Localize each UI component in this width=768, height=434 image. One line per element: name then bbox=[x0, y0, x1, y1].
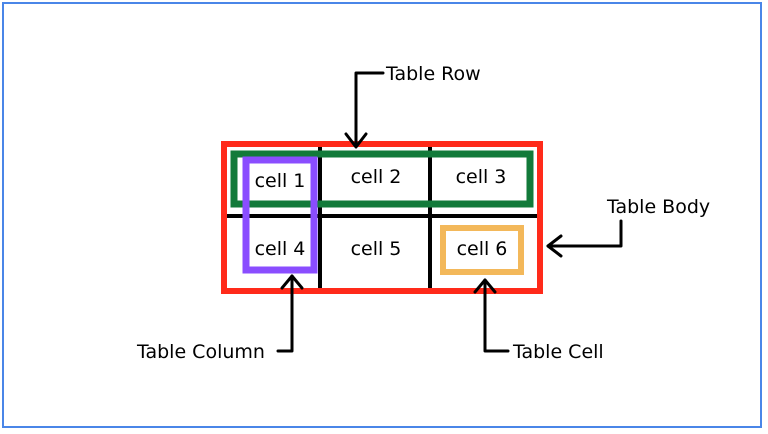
table-column-arrow bbox=[276, 274, 304, 353]
table-body-label: Table Body bbox=[606, 196, 710, 218]
outer-frame bbox=[2, 2, 762, 428]
table-cell-label: Table Cell bbox=[512, 341, 604, 363]
table-row-arrow bbox=[344, 71, 385, 149]
table-column-highlight bbox=[242, 156, 318, 274]
table-cell-arrow bbox=[473, 278, 510, 353]
cell-6-label: cell 6 bbox=[457, 238, 508, 260]
cell-3-label: cell 3 bbox=[456, 166, 507, 188]
cell-5-label: cell 5 bbox=[351, 238, 402, 260]
table-body-arrow bbox=[546, 219, 623, 258]
cell-4-label: cell 4 bbox=[255, 238, 306, 260]
table-column-label: Table Column bbox=[136, 341, 265, 363]
table-body-outline bbox=[221, 141, 543, 294]
table-cell-highlight bbox=[440, 225, 524, 275]
cell-1-label: cell 1 bbox=[255, 170, 306, 192]
table-row-highlight bbox=[230, 150, 534, 208]
table-row-label: Table Row bbox=[385, 63, 481, 85]
table-grid bbox=[226, 146, 540, 290]
cell-2-label: cell 2 bbox=[351, 166, 402, 188]
